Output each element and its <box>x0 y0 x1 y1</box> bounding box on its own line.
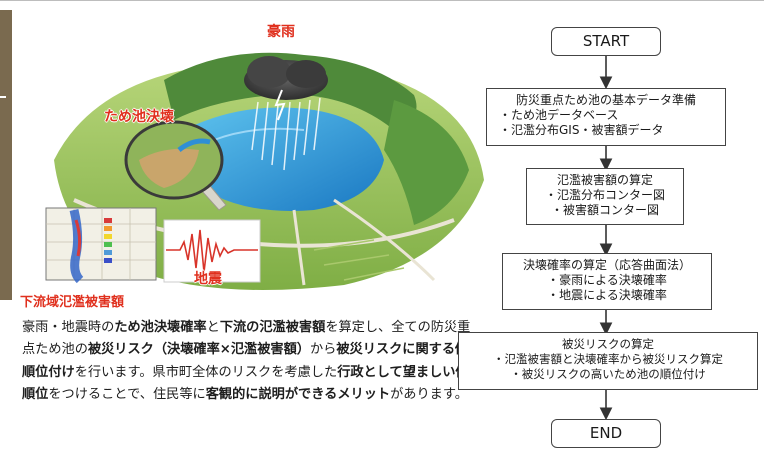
description-text: をつけることで、住民等に <box>48 387 206 403</box>
flow-step-2-title: 氾濫被害額の算定 <box>556 173 653 187</box>
flow-step-1-item-1: ・ため池データベース <box>499 108 619 122</box>
description-emphasis: 下流の氾濫被害額 <box>219 320 326 335</box>
description-text: があります。 <box>390 387 468 403</box>
flow-step-1: 防災重点ため池の基本データ準備 ・ため池データベース ・氾濫分布GIS・被害額デ… <box>486 88 726 146</box>
flow-step-1-title: 防災重点ため池の基本データ準備 <box>515 93 696 107</box>
flow-step-2-item-2: ・被害額コンター図 <box>550 203 659 217</box>
description-emphasis: 行政として望ましい優先順位 <box>22 364 482 403</box>
sidebar-notch <box>0 96 6 98</box>
earthquake-label: 地震 <box>194 271 222 287</box>
sidebar-accent-bar <box>0 10 12 300</box>
pond-breach-label: ため池決壊 <box>104 109 174 125</box>
description-text: 豪雨・地震時の <box>22 320 115 335</box>
downstream-damage-caption: 下流域氾濫被害額 <box>20 295 125 310</box>
reservoir-landscape-image <box>45 52 484 290</box>
flow-step-3-item-2: ・地震による決壊確率 <box>547 288 667 302</box>
flow-step-4-title: 被災リスクの算定 <box>562 337 654 351</box>
flow-step-3-title: 決壊確率の算定（応答曲面法） <box>522 258 691 272</box>
flow-step-2: 氾濫被害額の算定 ・氾濫分布コンター図 ・被害額コンター図 <box>526 168 684 225</box>
flow-step-3-item-1: ・豪雨による決壊確率 <box>547 273 667 287</box>
flow-step-4-item-2: ・被災リスクの高いため池の順位付け <box>510 367 706 381</box>
reservoir-illustration: 豪雨 ため池決壊 地震 <box>14 10 488 300</box>
description-text: から <box>310 342 337 358</box>
flow-step-4: 被災リスクの算定 ・氾濫被害額と決壊確率から被災リスク算定 ・被災リスクの高いた… <box>458 332 758 390</box>
flow-step-2-item-1: ・氾濫分布コンター図 <box>544 188 665 202</box>
description-text: を行います。県市町全体のリスクを考慮した <box>74 364 338 380</box>
description-emphasis: 客観的に説明ができるメリット <box>205 387 391 403</box>
top-border <box>0 0 764 9</box>
description-emphasis: 被災リスク（決壊確率×氾濫被害額） <box>87 342 310 358</box>
flow-step-3: 決壊確率の算定（応答曲面法） ・豪雨による決壊確率 ・地震による決壊確率 <box>502 253 712 310</box>
flow-start: START <box>551 27 661 56</box>
description-text: を算定し、全ての防災重点ため池の <box>22 320 471 358</box>
description-paragraph: 豪雨・地震時のため池決壊確率と下流の氾濫被害額を算定し、全ての防災重点ため池の被… <box>22 317 482 407</box>
flow-step-1-item-2: ・氾濫分布GIS・被害額データ <box>499 123 664 137</box>
description-emphasis: 被災リスクに関する優先順位付け <box>22 342 482 380</box>
flowchart-connectors <box>599 56 613 421</box>
flow-step-4-item-1: ・氾濫被害額と決壊確率から被災リスク算定 <box>493 352 723 366</box>
description-emphasis: ため池決壊確率 <box>114 320 207 335</box>
description-text: と <box>206 320 220 335</box>
heavy-rain-label: 豪雨 <box>267 24 295 40</box>
flow-end: END <box>551 419 661 448</box>
